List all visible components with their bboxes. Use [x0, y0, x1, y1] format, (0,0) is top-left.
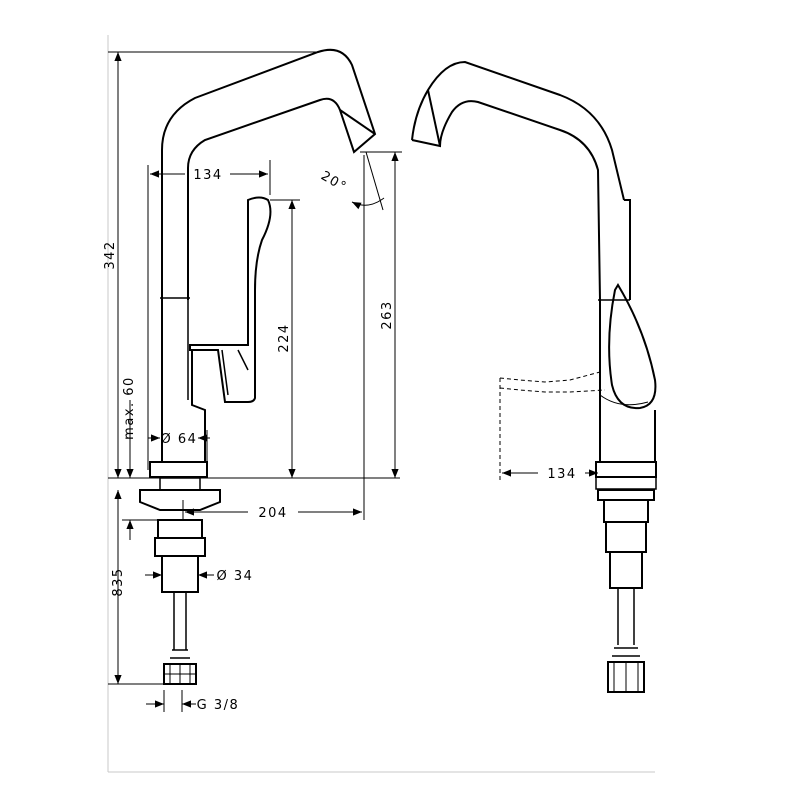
- label-max-60: max. 60: [122, 376, 137, 440]
- faucet-side-view: [411, 60, 657, 693]
- dimension-lines: [108, 51, 598, 712]
- label-g-3-8: G 3/8: [197, 698, 240, 713]
- label-263: 263: [380, 300, 395, 329]
- drawing-frame: [107, 35, 655, 773]
- label-204: 204: [258, 506, 287, 521]
- label-224: 224: [277, 323, 292, 352]
- label-diameter-64: Ø 64: [161, 432, 198, 447]
- label-20-degree: 20°: [318, 169, 349, 196]
- faucet-front-view: [139, 48, 377, 685]
- label-835: 835: [111, 567, 126, 596]
- label-134-top: 134: [193, 168, 222, 183]
- label-diameter-34: Ø 34: [217, 569, 254, 584]
- dimension-labels: 342 max. 60 134 20° 224 263 Ø 64 204 Ø 3…: [103, 168, 576, 713]
- label-134-side: 134: [547, 467, 576, 482]
- label-342: 342: [103, 240, 118, 269]
